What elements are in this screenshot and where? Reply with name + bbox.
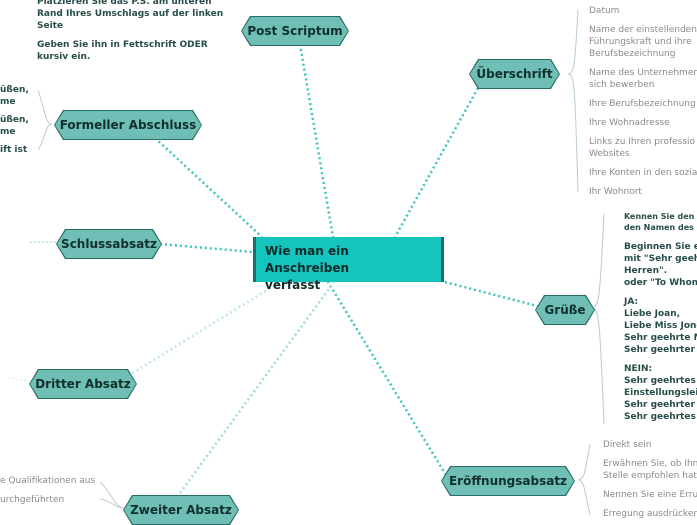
note-er-1: Direkt sein bbox=[603, 440, 652, 450]
note-gr-3: Beginnen Sie ein bbox=[624, 242, 697, 252]
note-ue-2: Name der einstellenden bbox=[589, 25, 697, 35]
branch-post-scriptum[interactable]: Post Scriptum bbox=[242, 17, 348, 45]
note-gr-14: Einstellungsleite bbox=[624, 388, 697, 398]
connector-post-scriptum bbox=[298, 43, 335, 238]
note-er-3: Stelle empfohlen hat bbox=[603, 471, 697, 481]
central-topic[interactable]: Wie man ein Anschreiben verfasst bbox=[253, 237, 444, 292]
note-ps-3: Seite bbox=[37, 21, 64, 31]
connector-zweiter-absatz bbox=[178, 281, 336, 494]
note-gr-5: Herren". bbox=[624, 266, 668, 276]
note-fa-3: üßen, bbox=[0, 115, 29, 125]
note-ue-12: Ihr Wohnort bbox=[589, 187, 642, 197]
line-dritter-stub bbox=[7, 377, 29, 382]
branch-gruesse[interactable]: Grüße bbox=[536, 296, 594, 324]
note-ue-4: Berufsbezeichnung bbox=[589, 49, 676, 59]
bracket-eroeffnungsabsatz bbox=[577, 443, 591, 516]
note-ue-8: Ihre Wohnadresse bbox=[589, 118, 670, 128]
note-er-5: Erregung ausdrücken bbox=[603, 509, 697, 519]
note-gr-11: Sehr geehrter M bbox=[624, 345, 697, 355]
note-fa-5: ift ist bbox=[0, 145, 28, 155]
note-ps-4: Geben Sie ihn in Fettschrift ODER bbox=[37, 40, 208, 50]
connector-eroeffnungsabsatz bbox=[326, 281, 448, 476]
note-ps-2: Rand Ihres Umschlags auf der linken bbox=[37, 9, 224, 19]
note-gr-12: NEIN: bbox=[624, 364, 653, 374]
bracket-gruesse bbox=[591, 213, 605, 425]
note-fa-1: üßen, bbox=[0, 85, 29, 95]
note-gr-15: Sehr geehrter Ei bbox=[624, 400, 697, 410]
note-ue-1: Datum bbox=[589, 6, 620, 16]
bracket-formeller bbox=[37, 89, 53, 151]
central-topic-line-1: Wie man ein Anschreiben bbox=[265, 244, 350, 275]
connector-ueberschrift bbox=[393, 87, 480, 238]
note-er-2: Erwähnen Sie, ob Ihn bbox=[603, 459, 697, 469]
note-gr-10: Sehr geehrte Ms bbox=[624, 333, 697, 343]
note-ps-1: Platzieren Sie das P.S. am unteren bbox=[37, 0, 212, 7]
note-ue-9: Links zu Ihren professio bbox=[589, 137, 696, 147]
bracket-ueberschrift bbox=[567, 9, 579, 193]
branch-formeller-abschluss[interactable]: Formeller Abschluss bbox=[55, 111, 201, 139]
note-gr-7: JA: bbox=[624, 297, 639, 307]
connector-schlussabsatz bbox=[159, 242, 254, 254]
note-gr-8: Liebe Joan, bbox=[624, 309, 681, 319]
note-gr-9: Liebe Miss Jones bbox=[624, 321, 697, 331]
bracket-zweiter bbox=[99, 481, 125, 509]
note-ue-3: Führungskraft und ihre bbox=[589, 37, 692, 47]
connector-formeller-abschluss bbox=[154, 137, 263, 238]
note-fa-2: me bbox=[0, 97, 16, 107]
note-gr-6: oder "To Whom bbox=[624, 278, 697, 288]
branch-dritter-absatz[interactable]: Dritter Absatz bbox=[30, 370, 136, 398]
note-za-2: urchgeführten bbox=[0, 495, 65, 505]
note-ps-5: kursiv ein. bbox=[37, 52, 91, 62]
branch-zweiter-absatz[interactable]: Zweiter Absatz bbox=[124, 496, 238, 524]
branch-schlussabsatz[interactable]: Schlussabsatz bbox=[57, 230, 161, 258]
central-topic-line-2: verfasst bbox=[265, 278, 321, 292]
note-za-1: e Qualifikationen aus bbox=[0, 476, 96, 486]
connector-dritter-absatz bbox=[127, 280, 281, 378]
branch-ueberschrift[interactable]: Überschrift bbox=[470, 60, 559, 88]
note-ue-7: Ihre Berufsbezeichnung bbox=[589, 99, 696, 109]
note-er-4: Nennen Sie eine Erru bbox=[603, 490, 697, 500]
note-gr-13: Sehr geehrtes V bbox=[624, 376, 697, 386]
branch-eroeffnungsabsatz[interactable]: Eröffnungsabsatz bbox=[442, 467, 574, 495]
note-ue-5: Name des Unternehmens bbox=[589, 68, 697, 78]
note-ue-6: sich bewerben bbox=[589, 80, 655, 90]
connector-gruesse bbox=[444, 280, 546, 310]
note-gr-1: Kennen Sie den Na bbox=[624, 212, 697, 221]
note-fa-4: me bbox=[0, 127, 16, 137]
note-ue-11: Ihre Konten in den sozia bbox=[589, 168, 697, 178]
note-ue-10: Websites bbox=[589, 149, 630, 159]
note-gr-2: den Namen des Pe bbox=[624, 223, 697, 232]
note-gr-16: Sehr geehrtes Te bbox=[624, 412, 697, 422]
note-gr-4: mit "Sehr geehr bbox=[624, 254, 697, 264]
